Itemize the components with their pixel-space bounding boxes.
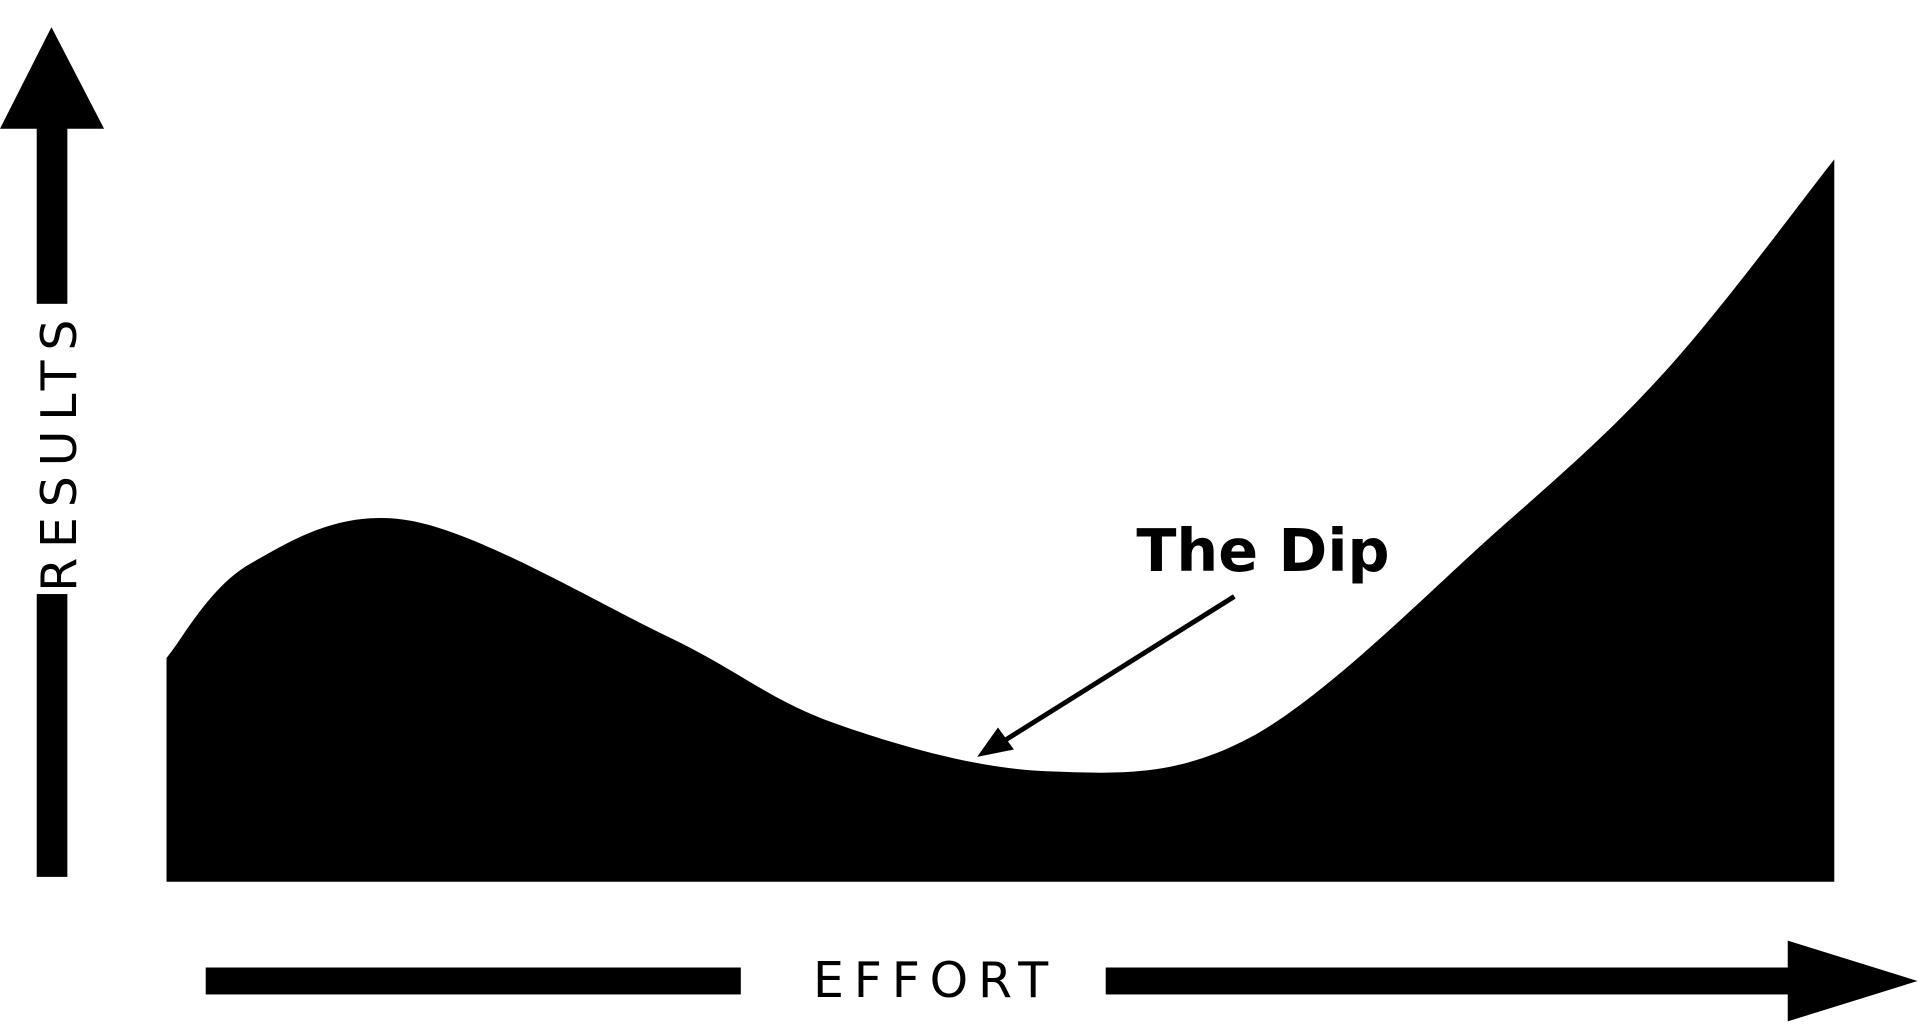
y-axis-shaft-upper: [36, 122, 68, 304]
annotation-label: The Dip: [1136, 516, 1389, 585]
x-axis-shaft-right: [1105, 967, 1798, 995]
results-area: [166, 159, 1835, 882]
annotation-arrow-line: [996, 594, 1236, 747]
y-axis-arrowhead: [0, 27, 105, 129]
x-axis-shaft-left: [205, 967, 741, 995]
y-axis-shaft-lower: [36, 594, 68, 877]
annotation-arrowhead: [977, 727, 1014, 757]
x-axis-label: EFFORT: [813, 952, 1058, 1009]
y-axis-label: RESULTS: [31, 310, 88, 592]
x-axis-arrowhead: [1787, 940, 1918, 1022]
